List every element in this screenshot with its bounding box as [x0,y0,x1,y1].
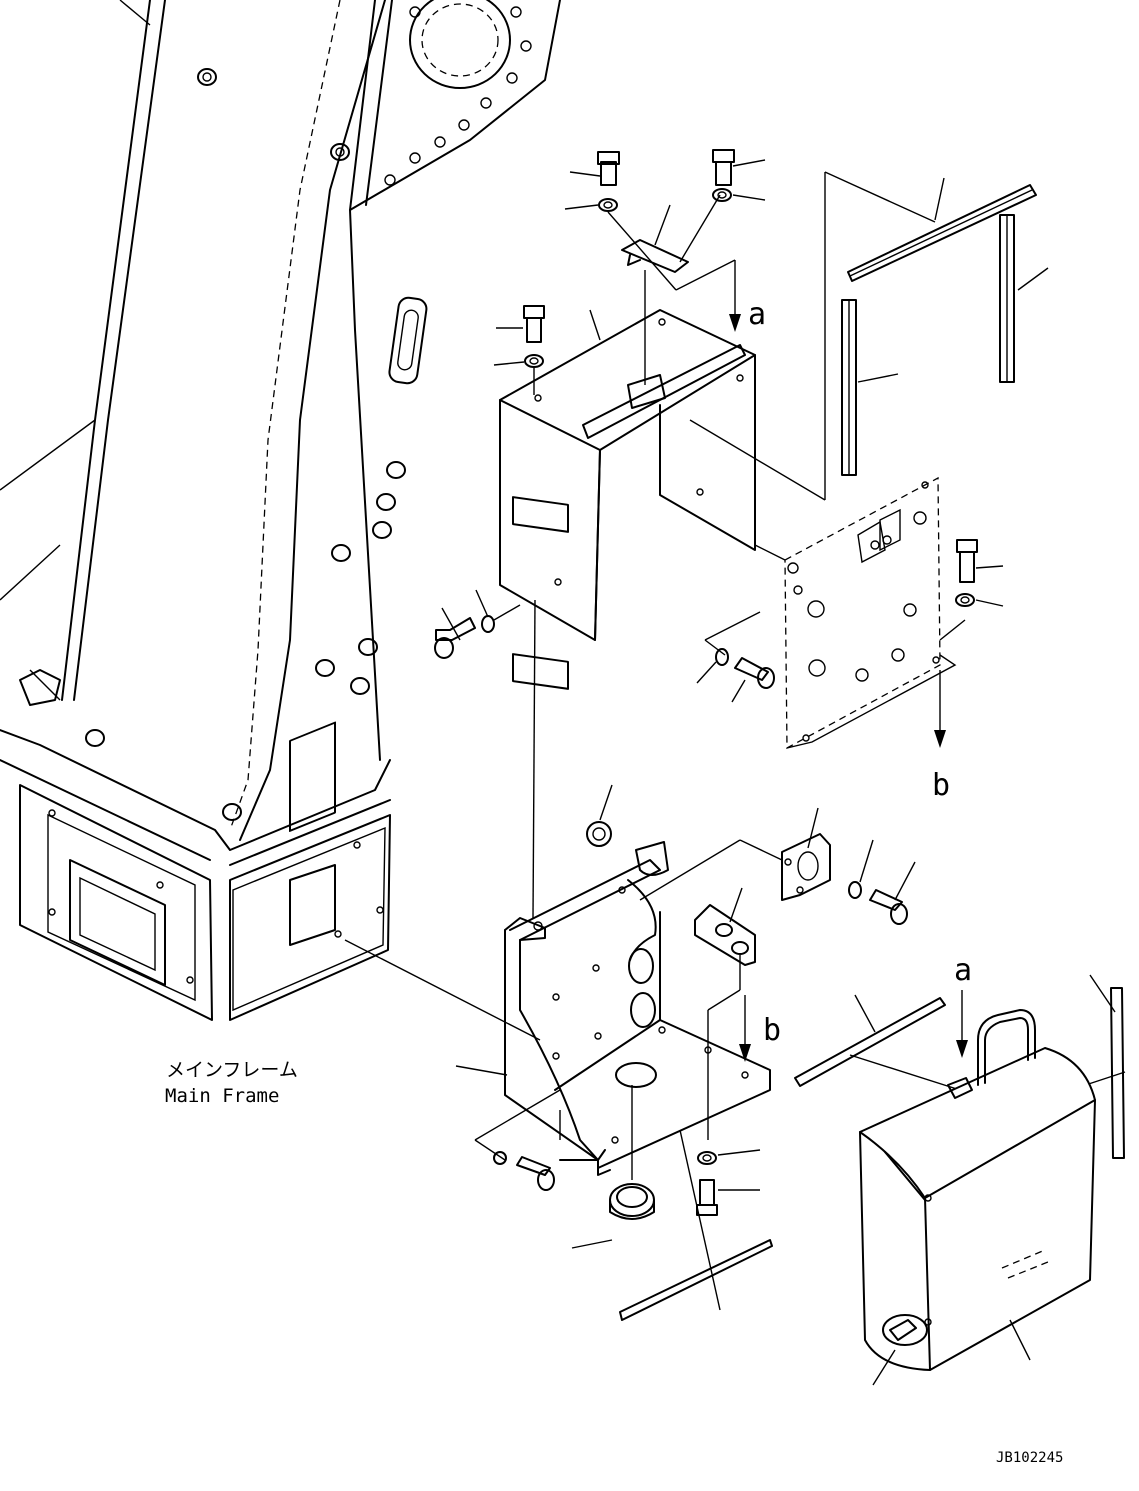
control-plate [704,476,966,750]
seal-strips [689,171,1037,501]
drawing-number: JB102245 [996,1450,1063,1466]
frame-holes [85,6,532,821]
lower-bracket [474,841,771,1176]
main-frame [0,0,561,1041]
view-arrow-a-bottom [956,990,968,1058]
view-label-a-bottom: a [954,953,972,988]
fasteners-upper [434,149,978,689]
lower-plate [639,833,831,901]
seal-strip-cover [794,997,946,1087]
view-label-b-bottom: b [763,1013,781,1048]
seal-strip-bottom [619,1239,773,1321]
view-arrow-a-top [729,260,741,332]
main-frame-label-en: Main Frame [165,1085,279,1107]
view-label-a-top: a [748,297,766,332]
cover-box [859,1009,1096,1371]
leader-lines-upper [441,159,1049,703]
view-label-b-top: b [932,768,950,803]
seal-strip-side [1110,987,1125,1159]
upper-bracket [499,309,756,690]
leader-lines-lower [455,784,1126,1386]
main-frame-label-jp: メインフレーム [166,1059,298,1081]
small-bracket [694,904,756,1140]
fasteners-lower [493,821,908,1220]
view-arrow-b-bottom [739,995,751,1062]
clamp-bracket [607,194,736,385]
view-arrow-b-top [934,670,946,748]
